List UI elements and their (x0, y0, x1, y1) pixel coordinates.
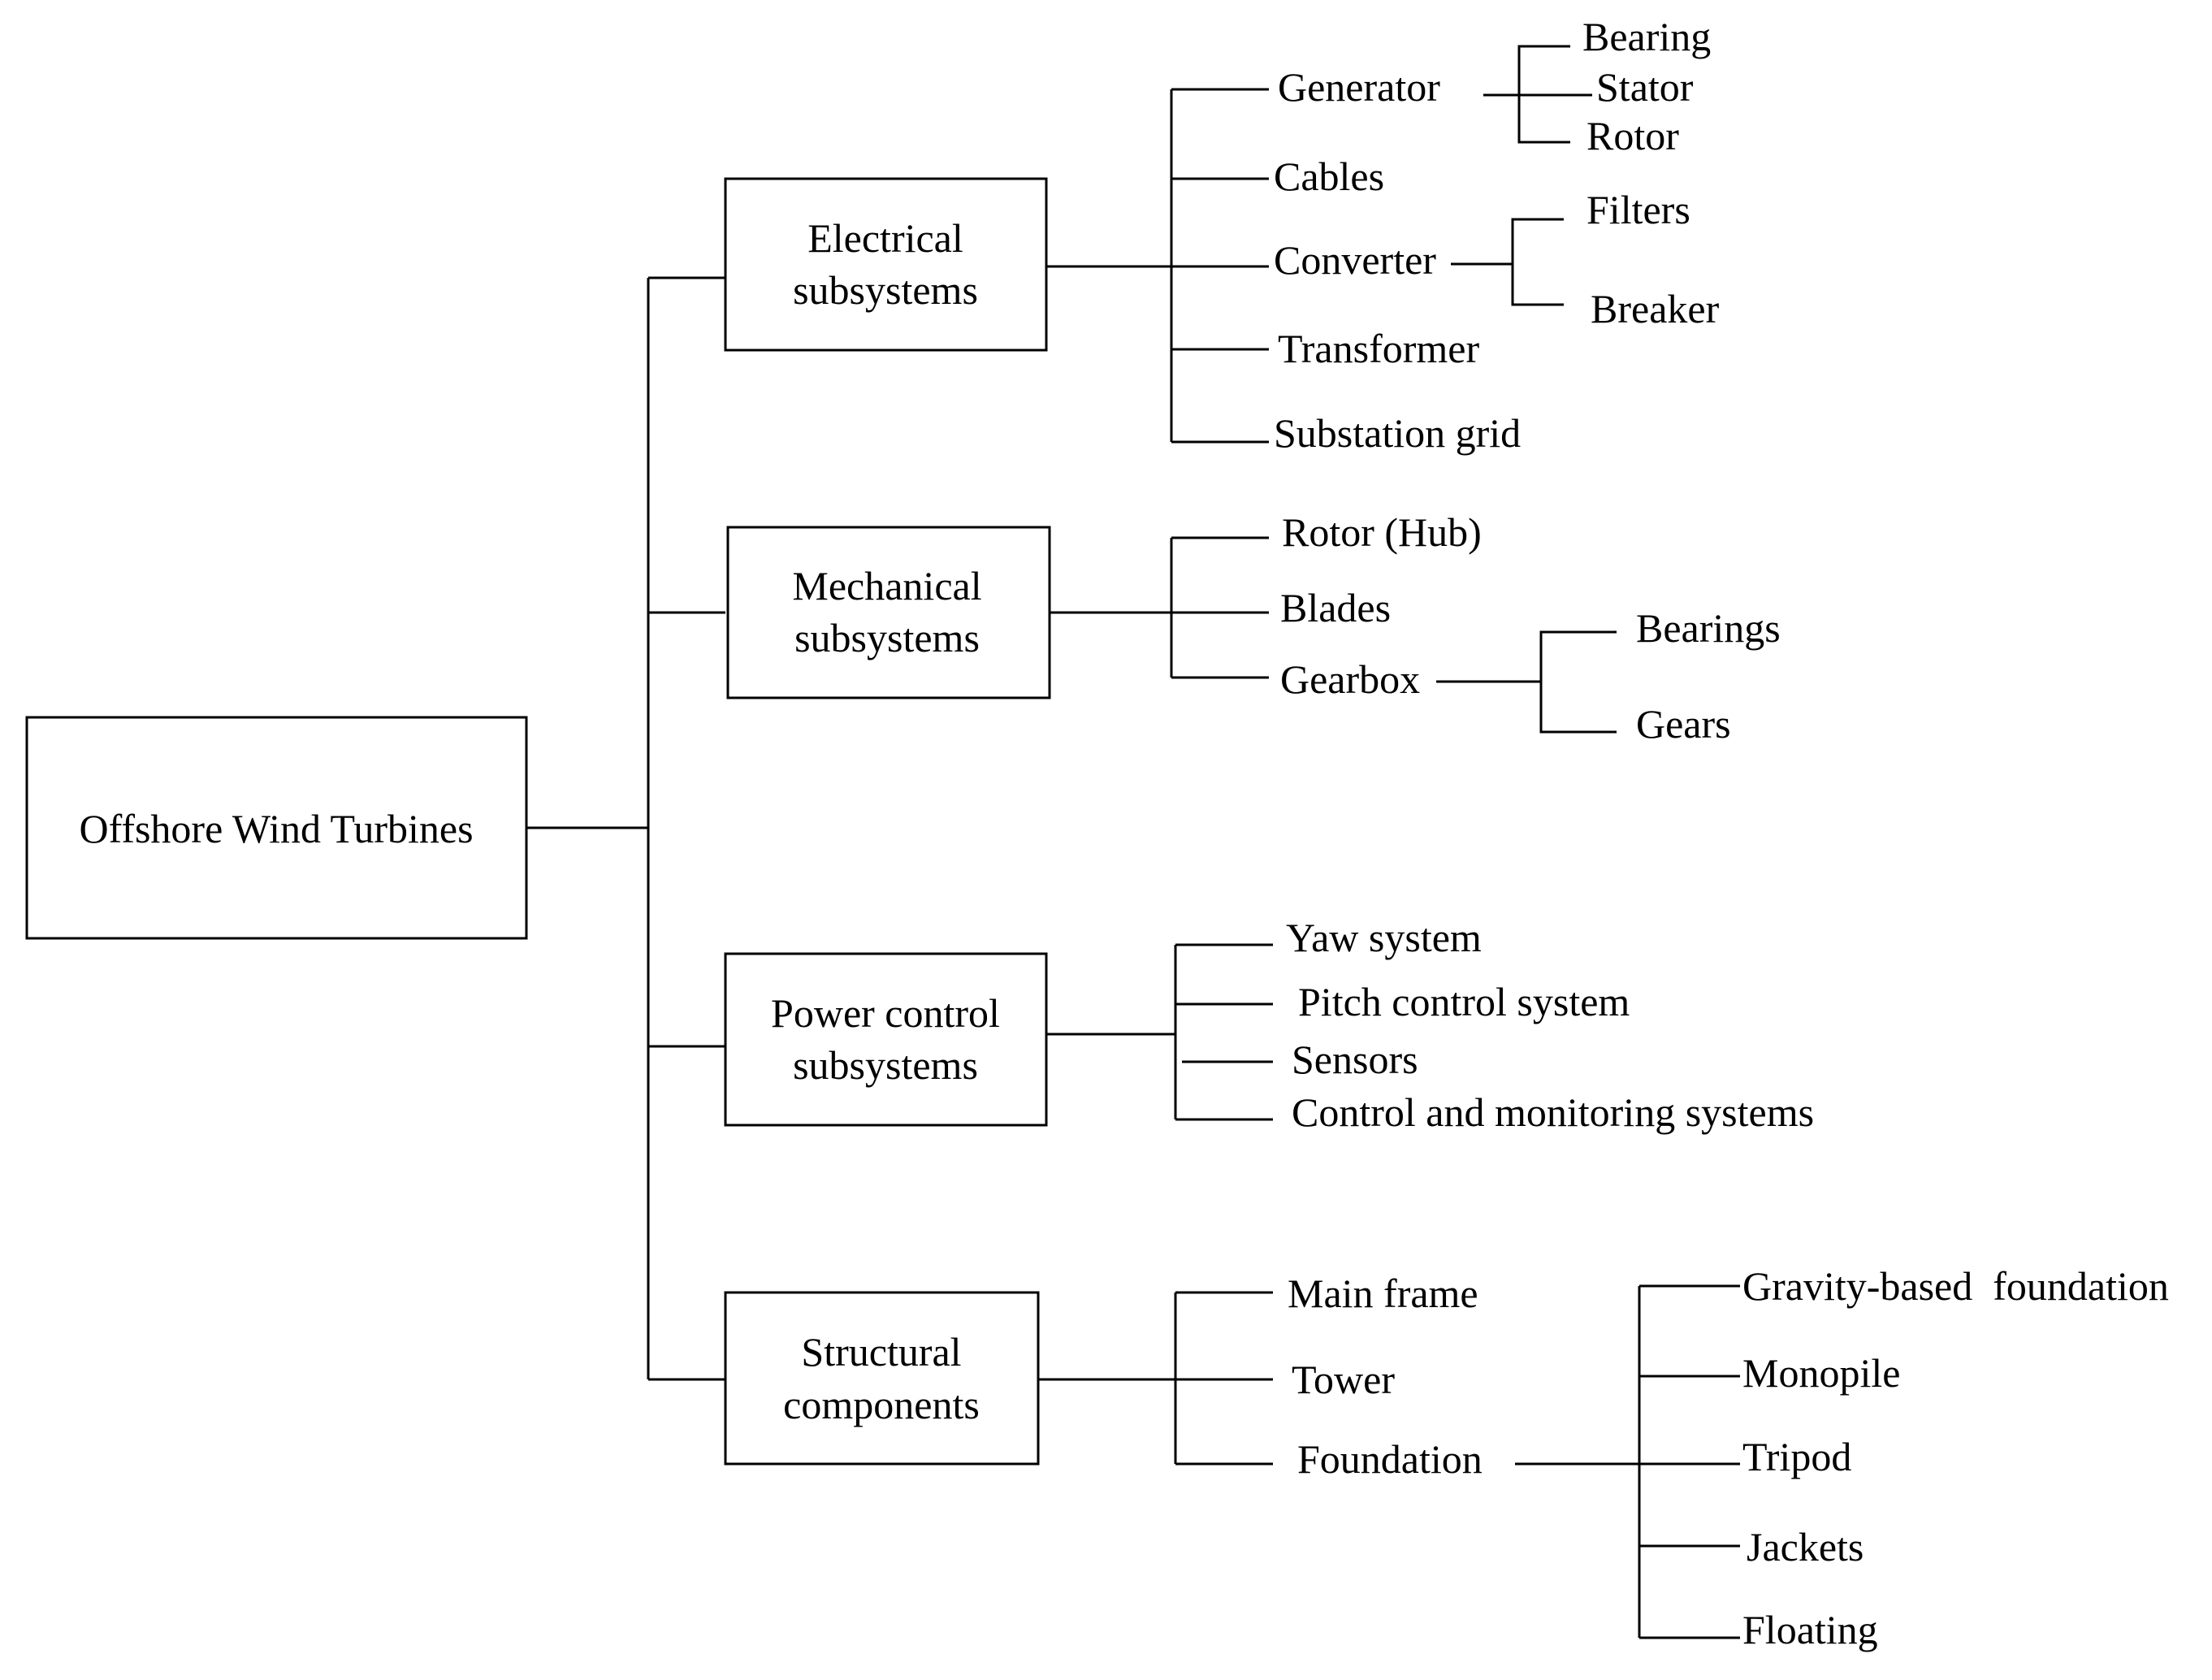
bearings-label: Bearings (1636, 605, 1781, 651)
control-monitoring-label: Control and monitoring systems (1292, 1089, 1814, 1135)
tripod-label: Tripod (1742, 1434, 1851, 1479)
gears-label: Gears (1636, 701, 1731, 747)
mechanical-subsystems-group: Mechanical subsystems Rotor (Hub) Blades… (726, 509, 1781, 747)
filters-label: Filters (1586, 187, 1690, 232)
electrical-label-line1: Electrical (807, 215, 963, 261)
stator-label: Stator (1596, 64, 1694, 110)
power-control-label-line2: subsystems (793, 1042, 978, 1088)
mechanical-box (726, 526, 1051, 699)
gravity-based-foundation-label: Gravity-based foundation (1742, 1263, 2169, 1309)
breaker-label: Breaker (1591, 286, 1720, 331)
structural-box (724, 1291, 1040, 1466)
tower-label: Tower (1292, 1357, 1395, 1402)
yaw-system-label: Yaw system (1286, 915, 1482, 960)
converter-bracket (1511, 218, 1564, 306)
gearbox-label: Gearbox (1280, 656, 1420, 702)
blades-label: Blades (1280, 585, 1391, 630)
jackets-label: Jackets (1747, 1524, 1864, 1570)
electrical-label-line2: subsystems (793, 267, 978, 313)
floating-label: Floating (1742, 1607, 1878, 1652)
structural-label-line2: components (783, 1382, 980, 1427)
gearbox-bracket (1539, 630, 1617, 734)
rotor-hub-label: Rotor (Hub) (1282, 509, 1482, 555)
electrical-box (724, 177, 1048, 352)
mechanical-label-line1: Mechanical (792, 563, 981, 608)
cables-label: Cables (1274, 154, 1384, 199)
transformer-label: Transformer (1278, 326, 1479, 371)
monopile-label: Monopile (1742, 1350, 1900, 1396)
root-label: Offshore Wind Turbines (79, 806, 473, 851)
generator-bracket (1517, 45, 1570, 144)
bearing-label: Bearing (1582, 14, 1711, 59)
power-control-box (724, 952, 1048, 1127)
electrical-subsystems-group: Electrical subsystems Generator Cables C… (724, 14, 1720, 456)
power-control-label-line1: Power control (771, 990, 1000, 1036)
foundation-label: Foundation (1297, 1436, 1483, 1482)
root-box (25, 716, 528, 940)
rotor-label: Rotor (1586, 113, 1679, 158)
converter-label: Converter (1274, 237, 1436, 283)
structural-components-group: Structural components Main frame Tower F… (724, 1263, 2169, 1652)
main-frame-label: Main frame (1288, 1271, 1478, 1316)
sensors-label: Sensors (1292, 1037, 1418, 1082)
pitch-control-system-label: Pitch control system (1298, 979, 1630, 1024)
power-control-subsystems-group: Power control subsystems Yaw system Pitc… (724, 915, 1814, 1135)
generator-label: Generator (1278, 64, 1440, 110)
mechanical-label-line2: subsystems (794, 615, 980, 660)
structural-label-line1: Structural (801, 1329, 961, 1375)
substation-grid-label: Substation grid (1274, 410, 1521, 456)
